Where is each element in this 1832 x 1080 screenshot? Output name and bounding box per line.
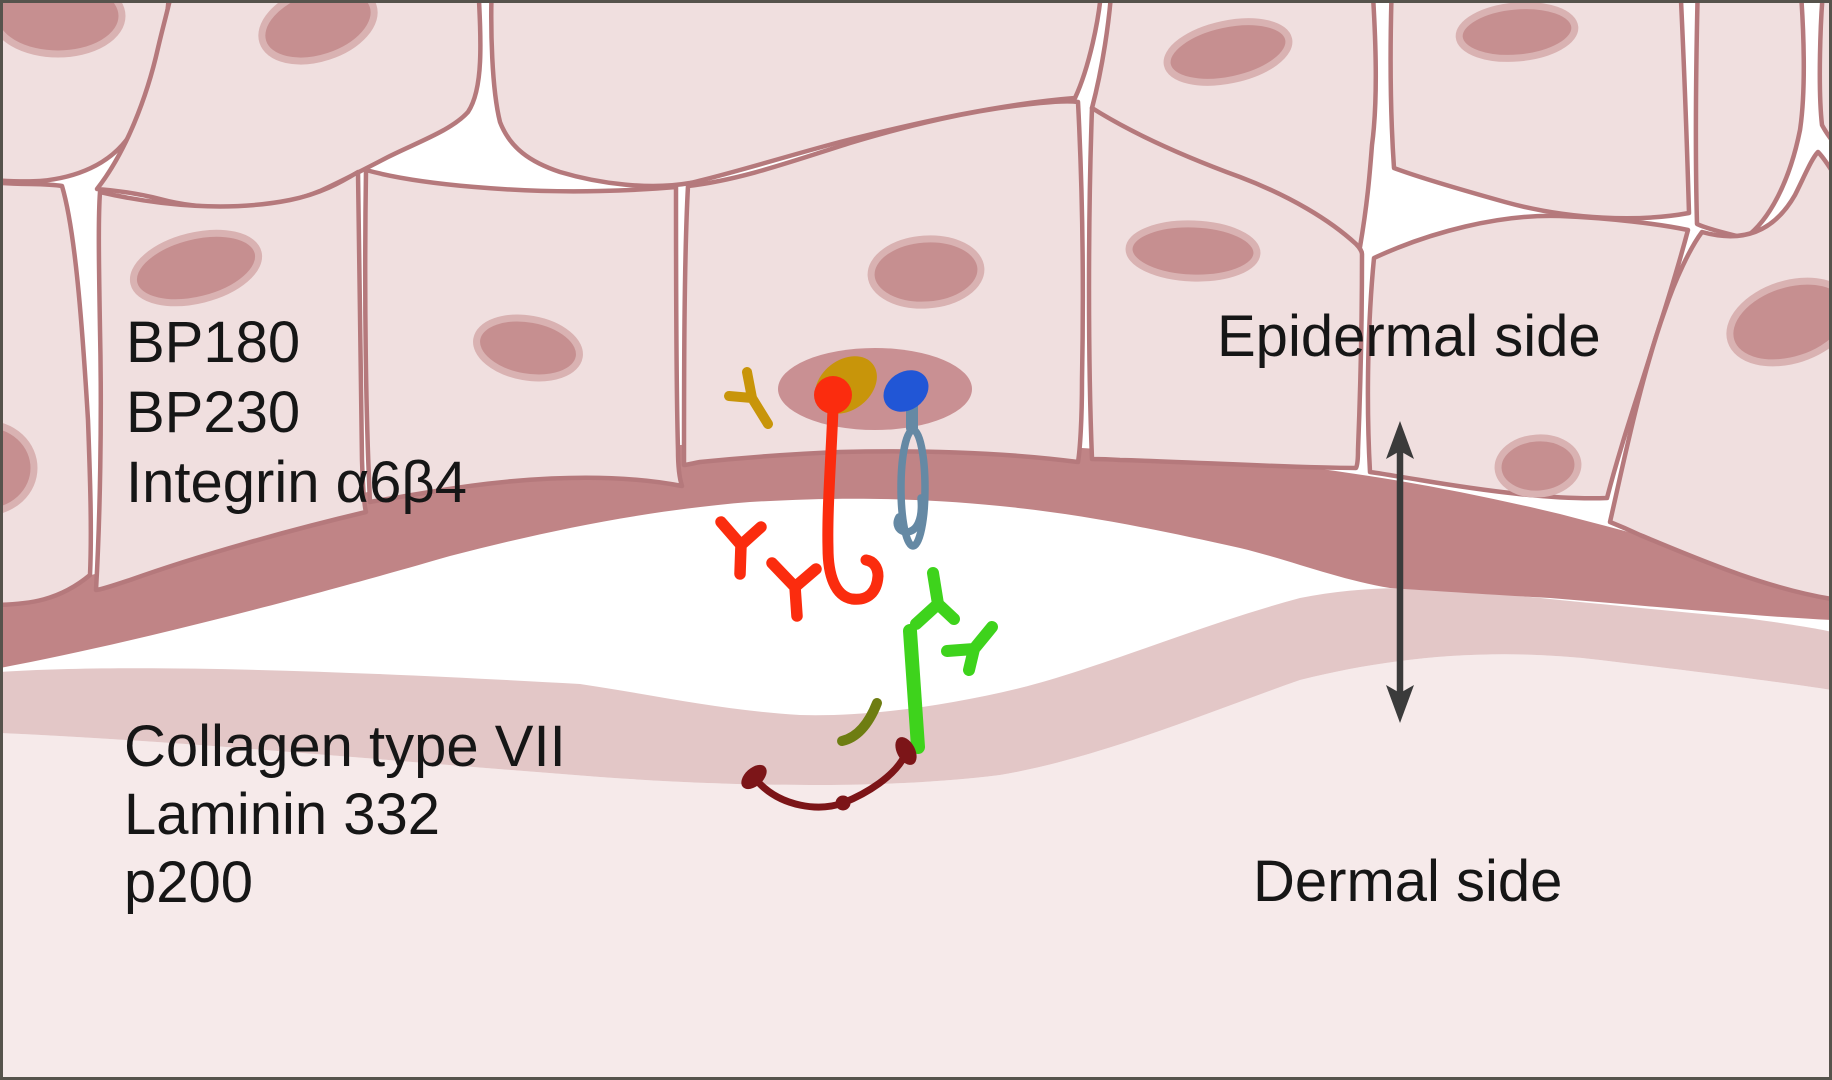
epidermal-dermal-arrow (1386, 421, 1414, 723)
hemidesmosome-plaque (778, 348, 972, 430)
keratinocyte-cell (1086, 105, 1365, 471)
laminin332-molecule (903, 624, 925, 754)
nucleus (258, 0, 378, 65)
collagen7-end-blob (895, 737, 917, 765)
keratinocyte-cell (1365, 213, 1691, 501)
dermis-layer (0, 654, 1832, 1080)
epidermal-antigen-label-bp180: BP180 (126, 310, 301, 375)
collagen7-group (741, 737, 917, 811)
epidermal-antigen-label-bp230: BP230 (126, 380, 301, 445)
antibody-anti-laminin-1 (910, 567, 960, 630)
nucleus (0, 422, 38, 514)
nucleus (1494, 434, 1582, 498)
nucleus (473, 314, 583, 382)
bp180-head (814, 376, 852, 414)
collagen7-center-dot (835, 795, 851, 811)
dermal-antigen-label-laminin332: Laminin 332 (124, 782, 440, 847)
epidermal-basement-band (0, 440, 1832, 668)
keratinocyte-cell (1388, 0, 1692, 221)
cell-nuclei (0, 0, 1832, 514)
integrin-a6b4-group (883, 370, 929, 550)
antibody-anti-bp180-1 (715, 516, 767, 580)
keratinocyte-cell (489, 0, 1103, 189)
nucleus (0, 0, 126, 58)
nucleus (1726, 277, 1832, 367)
integrin-loop (897, 426, 929, 550)
bp180-antigen-group (715, 376, 884, 622)
nucleus (867, 235, 985, 309)
nucleus (1125, 220, 1261, 282)
nucleus (129, 229, 263, 307)
antibody-anti-bp230 (724, 367, 773, 429)
nucleus (1163, 18, 1293, 86)
dermal-antigen-label-collagen7: Collagen type VII (124, 714, 566, 779)
antibody-anti-bp180-2 (766, 557, 822, 622)
dermal-basement-band (0, 588, 1832, 786)
dermal-antigen-label-p200: p200 (124, 850, 254, 915)
arrowhead-down (1386, 685, 1414, 723)
bp180-stalk (822, 403, 884, 605)
nucleus (1455, 2, 1579, 62)
dermal-side-label: Dermal side (1253, 849, 1563, 914)
epidermal-antigen-label-integrin: Integrin α6β4 (126, 450, 467, 515)
collagen7-end-blob (741, 764, 767, 790)
epidermal-side-label: Epidermal side (1217, 304, 1601, 369)
arrowhead-up (1386, 421, 1414, 459)
antibody-anti-laminin-2 (941, 621, 998, 676)
integrin-head (883, 370, 929, 412)
p200-molecule (837, 698, 882, 746)
keratinocyte-cell (1817, 0, 1832, 144)
laminin332-group (903, 567, 998, 754)
integrin-loop-hook (893, 494, 926, 536)
keratinocyte-cell (1607, 149, 1832, 602)
